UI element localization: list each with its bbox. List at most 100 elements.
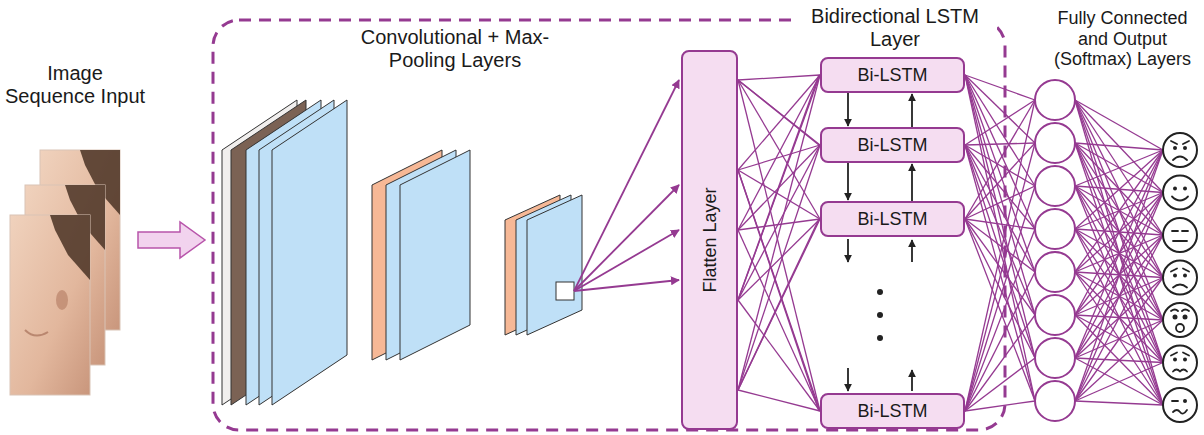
lstm-box: Bi-LSTM [820,127,965,163]
layer-connector [847,93,849,126]
dense-link [965,75,1035,401]
dense-link [738,75,820,390]
disgusted-face [1172,400,1178,402]
dense-link [965,186,1035,219]
dense-link [1075,143,1163,150]
neutral-face [1163,218,1197,252]
dense-link [1075,235,1163,401]
section-title: Fully Connected and Output (Softmax) Lay… [1045,8,1200,70]
dense-link [1075,315,1163,405]
connector-layer [738,75,912,411]
happy-face [1163,176,1197,210]
dense-link [1075,143,1163,405]
angry-face [1163,133,1197,167]
face-frame [10,215,90,395]
dense-link [738,390,820,411]
surprised-face [1173,315,1178,320]
dense-link [965,219,1035,401]
feature-maps [556,282,574,300]
dense-link [1075,100,1163,320]
recurrent-stubs [911,240,913,262]
angry-face [1173,157,1187,161]
dense-link [965,272,1035,411]
angry-face [1163,133,1197,167]
surprised-face [1171,310,1189,312]
angry-face [1171,141,1189,144]
emotion-faces [1163,133,1197,422]
dense-link [965,100,1035,219]
dense-link [965,75,1035,358]
layer-connector [738,219,819,390]
surprised-face [1163,303,1197,337]
dense-neuron [1035,381,1075,421]
dense-link [965,229,1035,411]
dense-link [1075,100,1163,363]
fearful-face [1183,358,1187,362]
dense-link [965,100,1035,411]
feature-arrows [574,185,679,291]
dense-neuron [1035,123,1075,163]
input-arrow [138,222,205,258]
lstm-box: Bi-LSTM [820,393,965,429]
dense-link [738,219,820,390]
dense-link [965,143,1035,411]
dense-connections [738,75,1163,411]
dense-link [1075,143,1163,363]
disgusted-face [1183,399,1187,403]
dense-link [738,230,820,411]
layer-connector [738,75,819,300]
recurrent-stubs [847,368,849,391]
dense-link [738,80,820,411]
lstm-box: Bi-LSTM [820,57,965,93]
happy-face [1183,187,1187,191]
layer-connector [911,164,913,201]
dense-link [965,401,1035,411]
neutral-face [1173,240,1187,242]
dense-link [738,170,820,411]
layer-connector [738,80,819,145]
neutral-face [1172,230,1188,232]
layer-connector [911,94,913,127]
dense-link [965,145,1035,358]
surprised-face [1163,303,1197,337]
happy-face [1172,197,1188,201]
angry-face [1173,146,1177,150]
dense-link [1075,278,1163,402]
face-frames [10,150,120,395]
dense-link [965,75,1035,100]
recurrent-stubs [847,239,849,262]
dense-link [1075,150,1163,358]
neutral-face [1163,218,1197,252]
sad-face [1163,261,1197,295]
dense-link [738,145,820,300]
lstm-box: Bi-LSTM [820,201,965,237]
layer-name: Bi-LSTM [857,135,927,156]
disgusted-face [1173,410,1187,414]
fearful-face [1173,370,1187,372]
dense-link [738,75,820,80]
disgusted-face [1163,388,1197,422]
dense-link [738,170,820,219]
face-frame [10,215,90,395]
surprised-face [1176,324,1184,332]
dense-link [1075,150,1163,401]
dense-neuron [1035,295,1075,335]
section-title: Convolutional + Max-Pooling Layers [335,26,575,72]
dense-link [1075,401,1163,405]
feature-arrows [574,80,679,291]
fearful-face [1163,346,1197,380]
dense-neuron [1035,80,1075,120]
face-frame [25,330,48,336]
dense-link [738,300,820,411]
dense-link [1075,100,1163,405]
dense-link [965,75,1035,272]
dense-link [1075,186,1163,405]
ellipsis-dots [877,335,883,341]
section-title: Bidirectional LSTM Layer [793,5,997,51]
dense-link [738,80,820,219]
feature-maps [272,100,347,405]
ellipsis-dots [877,289,883,295]
layer-name: Bi-LSTM [857,209,927,230]
